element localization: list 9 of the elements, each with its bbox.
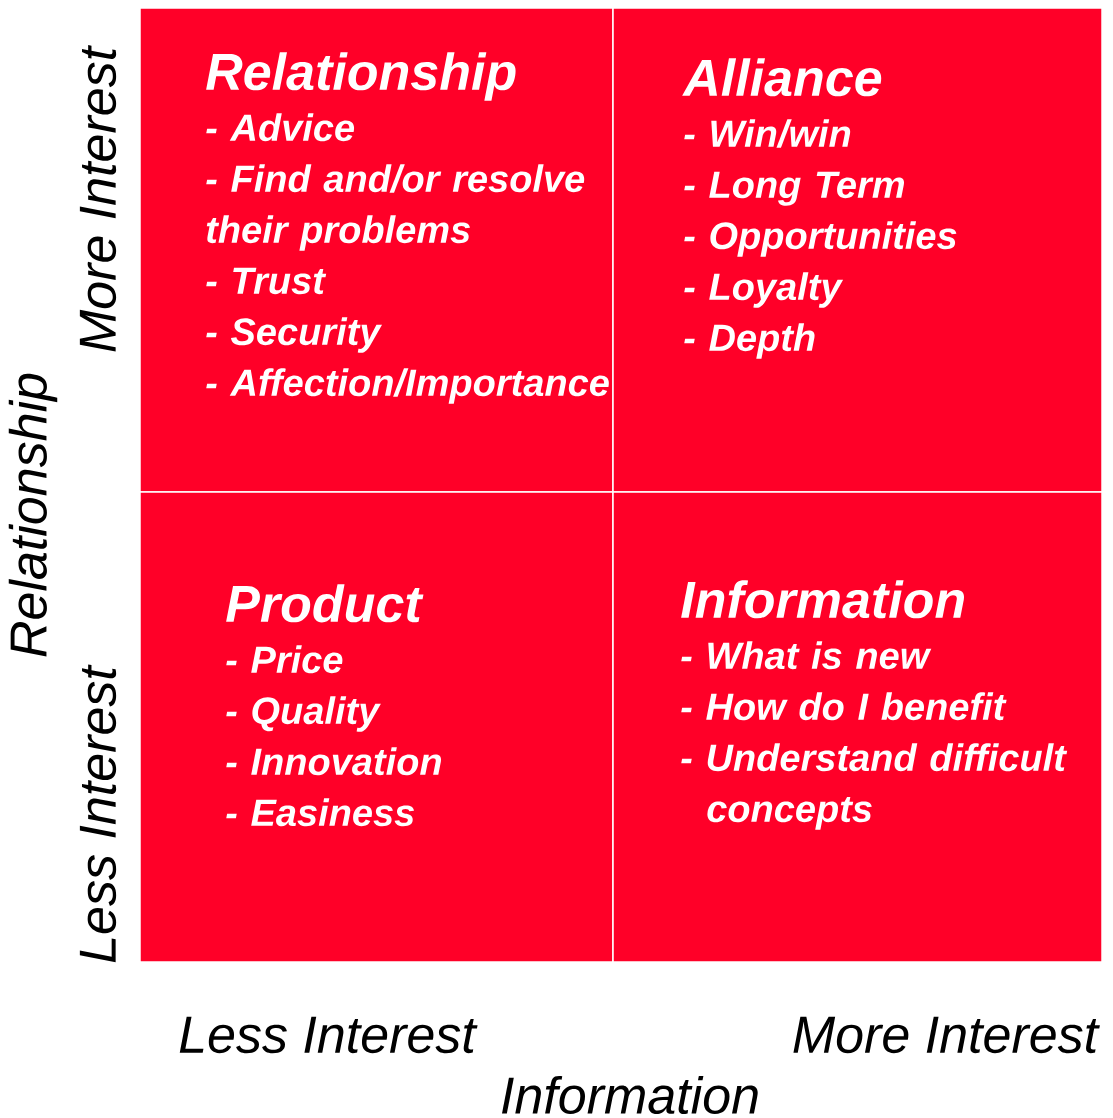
quadrant-box: Alliance - Win/win - Long Term - Opportunities - Loyalty - Depth bbox=[612, 7, 1103, 493]
axis-label: Relationship bbox=[8, 373, 58, 657]
quadrant-box: Relationship - Advice - Find and/or resolve their problems - Trust - Security - Affection/Importance bbox=[139, 7, 614, 493]
axis-label: Less Interest bbox=[179, 1016, 478, 1054]
axis-label: More Interest bbox=[79, 45, 117, 352]
quadrant-box: Information - What is new - How do I benefit - Understand difficult concepts bbox=[612, 491, 1103, 963]
axis-label: More Interest bbox=[793, 1016, 1100, 1054]
axis-label: Information bbox=[502, 1075, 758, 1115]
quadrant-box: Product - Price - Quality - Innovation - Easiness bbox=[139, 491, 614, 963]
